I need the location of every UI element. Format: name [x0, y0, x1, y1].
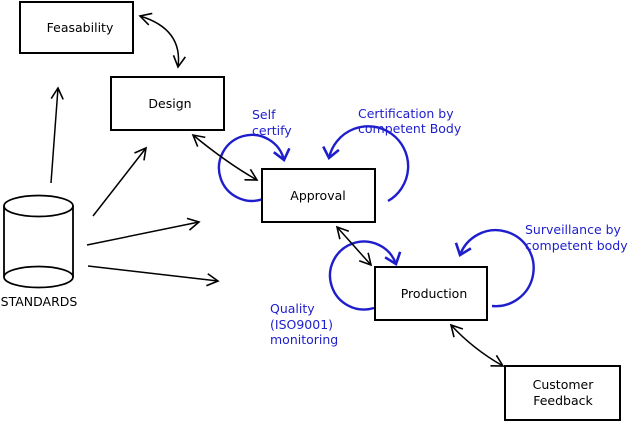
arrow-standards-approval — [86, 217, 201, 246]
design-label: Design — [148, 96, 191, 111]
arrow-production-customer-feedback — [449, 323, 505, 367]
certification-loop — [329, 125, 410, 203]
production-box — [374, 266, 488, 321]
approval-box — [261, 168, 376, 223]
self-certify-label-line1: Self — [252, 107, 276, 122]
feasability-box — [19, 1, 134, 54]
quality-label-line2: (ISO9001) — [270, 317, 333, 332]
surveillance-loop — [460, 228, 535, 308]
certification-label-line1: Certification by — [358, 106, 454, 121]
design-box — [110, 76, 225, 131]
standards-label: STANDARDS — [1, 294, 78, 309]
quality-monitoring-loop — [328, 240, 396, 311]
arrow-standards-production — [87, 265, 220, 287]
arrow-design-approval — [191, 133, 259, 181]
self-certify-label-line2: certify — [252, 123, 292, 138]
surveillance-label-line1: Surveillance by — [525, 222, 622, 237]
customer-feedback-label-line1: Customer — [533, 377, 595, 392]
cylinder-top-ellipse — [3, 194, 74, 218]
arrow-standards-design — [92, 146, 148, 217]
feasability-label: Feasability — [47, 20, 114, 35]
certification-label-line2: competent Body — [358, 121, 462, 136]
surveillance-label-line2: competent body — [525, 238, 628, 253]
production-label: Production — [401, 286, 468, 301]
approval-label: Approval — [290, 188, 345, 203]
quality-label-line1: Quality — [270, 301, 315, 316]
arrow-approval-production — [335, 225, 373, 267]
quality-label-line3: monitoring — [270, 332, 338, 347]
standards-cylinder — [3, 194, 74, 289]
arrow-standards-feasability — [50, 86, 64, 184]
customer-feedback-label-line2: Feedback — [533, 393, 593, 408]
customer-feedback-box — [504, 365, 621, 421]
cylinder-bottom-ellipse — [3, 265, 74, 289]
arrow-feasability-design — [138, 12, 187, 69]
